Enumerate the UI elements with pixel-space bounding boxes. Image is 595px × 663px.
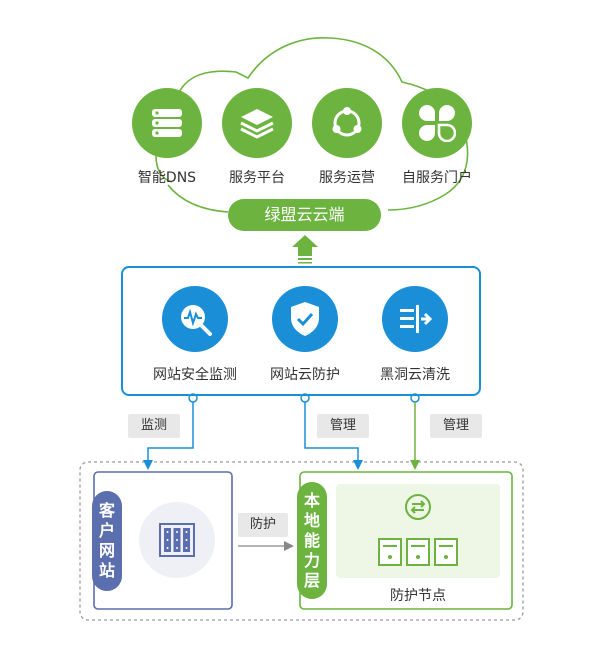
connector-manage-label-2: 管理 [430, 414, 482, 438]
server-rack-circle [139, 502, 215, 578]
service-portal-circle [402, 88, 472, 158]
server-rack-icon [159, 523, 195, 557]
filter-arrow-icon [400, 305, 433, 333]
protection-shield-circle [272, 286, 338, 352]
protection-clean-circle [382, 286, 448, 352]
protection-box [121, 266, 481, 396]
layers-icon [240, 109, 274, 139]
connector-protect-label: 防护 [238, 513, 288, 537]
service-platform-label: 服务平台 [229, 170, 285, 186]
server-node-icon [434, 538, 458, 566]
shield-check-icon [291, 302, 319, 336]
server-node-icon [406, 538, 430, 566]
service-dns-label: 智能DNS [137, 170, 197, 186]
service-operation-circle [312, 88, 382, 158]
service-portal-label: 自服务门户 [402, 170, 472, 186]
cloud-outline-left [167, 184, 229, 213]
service-operation-label: 服务运营 [319, 170, 375, 186]
protection-monitor-circle [162, 286, 228, 352]
customer-label: 客 户 网 站 [92, 491, 122, 591]
protection-clean-label: 黑洞云清洗 [380, 367, 450, 383]
connector-monitor-label: 监测 [128, 414, 180, 438]
local-label: 本 地 能 力 层 [297, 482, 327, 599]
protection-shield-label: 网站云防护 [270, 367, 340, 383]
node-label: 防护节点 [390, 588, 446, 604]
database-stack-icon [152, 109, 182, 137]
server-node-icon [378, 538, 402, 566]
up-arrow-icon [292, 235, 318, 256]
service-dns-circle [132, 88, 202, 158]
monitor-search-icon [181, 305, 212, 336]
connector-manage-label-1: 管理 [317, 414, 369, 438]
service-platform-circle [222, 88, 292, 158]
clover-icon [419, 105, 456, 142]
cloud-banner: 绿盟云云端 [228, 199, 381, 231]
protection-monitor-label: 网站安全监测 [153, 367, 237, 383]
outer-dashed-box [79, 461, 524, 621]
cycle-icon [332, 107, 362, 137]
exchange-icon [405, 494, 431, 520]
